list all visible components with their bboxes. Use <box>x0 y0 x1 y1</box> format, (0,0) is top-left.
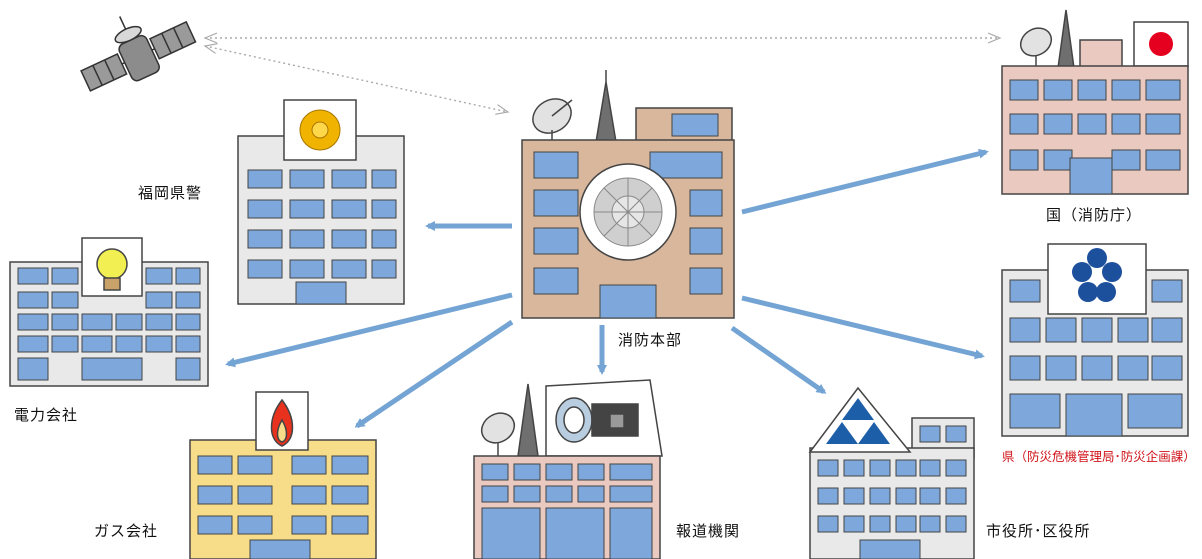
antenna-dish-icon <box>1019 27 1053 66</box>
antenna-dish-icon <box>480 412 516 456</box>
arrow-to-power <box>225 292 513 368</box>
satellite-links <box>205 38 1000 112</box>
label-fire-headquarters: 消防本部 <box>618 331 683 349</box>
label-city-office: 市役所･区役所 <box>986 522 1091 540</box>
label-police: 福岡県警 <box>138 184 203 202</box>
fukuoka-emblem-icon <box>1072 248 1122 302</box>
label-prefecture: 県（防災危機管理局･防災企画課） <box>1002 449 1196 464</box>
police-emblem-icon <box>299 109 341 151</box>
radio-tower-icon <box>1057 9 1075 69</box>
arrow-to-prefecture <box>741 295 985 360</box>
arrow-to-gas <box>354 319 514 429</box>
label-gas-company: ガス会社 <box>94 522 159 540</box>
video-camera-icon <box>555 397 639 443</box>
fire-headquarters-building <box>521 70 735 319</box>
label-national: 国（消防庁） <box>1046 206 1143 224</box>
radio-tower-icon <box>517 383 539 457</box>
japan-flag-icon <box>1149 32 1173 56</box>
arrow-to-national <box>741 148 989 215</box>
satellite-icon <box>80 16 197 92</box>
police-building <box>237 99 405 305</box>
radio-tower-icon <box>595 70 617 143</box>
arrow-to-city <box>730 325 827 395</box>
gas-flame-icon <box>270 398 294 447</box>
connection-arrows <box>225 148 989 429</box>
label-power-company: 電力会社 <box>14 406 79 424</box>
antenna-dish-icon <box>532 98 573 143</box>
light-bulb-icon <box>96 248 128 291</box>
city-emblem-icon <box>808 386 912 453</box>
press-building <box>473 379 663 559</box>
city-office-building <box>808 386 975 559</box>
prefecture-building <box>1001 243 1189 437</box>
gas-company-building <box>189 391 377 559</box>
national-fire-agency-building <box>1001 9 1189 195</box>
label-press: 報道機関 <box>676 522 741 540</box>
power-company-building <box>9 237 209 387</box>
